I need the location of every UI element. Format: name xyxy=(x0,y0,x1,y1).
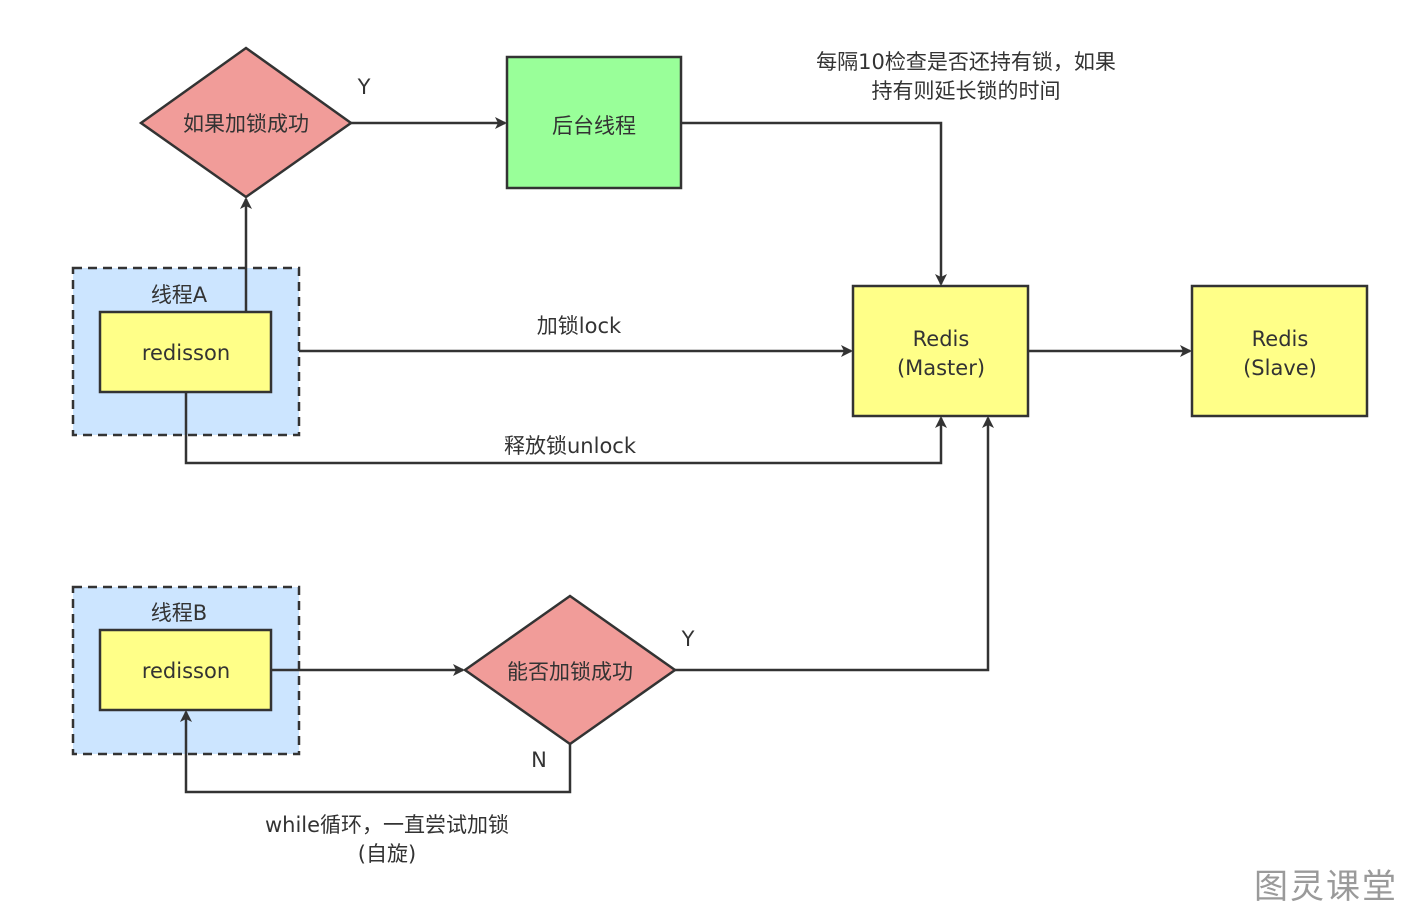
spin-note-line2: (自旋) xyxy=(358,842,416,866)
decision-bottom-label: 能否加锁成功 xyxy=(507,660,633,684)
decision-bottom-yes-label: Y xyxy=(681,627,695,651)
decision-can-lock: 能否加锁成功 xyxy=(462,594,678,746)
renew-note-line1: 每隔10检查是否还持有锁，如果 xyxy=(816,50,1116,74)
redis-master-line1: Redis xyxy=(913,327,970,351)
watermark: 图灵课堂 xyxy=(1254,867,1398,907)
arrow-decision-yes-to-master xyxy=(675,416,994,672)
edge-unlock-label: 释放锁unlock xyxy=(504,434,637,458)
spin-note-line1: while循环，一直尝试加锁 xyxy=(265,813,509,837)
thread-a-redisson-box xyxy=(98,310,273,394)
thread-b-redisson-label: redisson xyxy=(142,659,230,683)
edge-lock-label: 加锁lock xyxy=(537,314,622,338)
background-thread-label: 后台线程 xyxy=(552,114,636,138)
thread-a-group: 线程A redisson xyxy=(71,266,301,437)
thread-a-title: 线程A xyxy=(151,283,208,307)
decision-lock-success: 如果加锁成功 xyxy=(138,46,354,199)
thread-b-title: 线程B xyxy=(151,601,207,625)
redis-slave-line1: Redis xyxy=(1252,327,1309,351)
background-thread-node: 后台线程 xyxy=(505,55,683,190)
connectors xyxy=(180,117,1192,794)
renew-note-line2: 持有则延长锁的时间 xyxy=(872,79,1061,103)
background-thread-box xyxy=(505,55,683,190)
redis-master-node: Redis (Master) xyxy=(851,284,1030,418)
thread-a-redisson-label: redisson xyxy=(142,341,230,365)
redis-slave-node: Redis (Slave) xyxy=(1190,284,1369,418)
decision-top-label: 如果加锁成功 xyxy=(183,112,309,136)
arrow-unlock xyxy=(184,392,947,465)
redis-slave-box xyxy=(1190,284,1369,418)
decision-bottom-no-label: N xyxy=(531,748,547,772)
redis-master-box xyxy=(851,284,1030,418)
arrow-decision-no-loop xyxy=(180,710,572,794)
redis-slave-line2: (Slave) xyxy=(1243,356,1317,380)
arrow-background-to-master xyxy=(681,121,947,286)
redis-master-line2: (Master) xyxy=(897,356,985,380)
decision-top-yes-label: Y xyxy=(357,75,371,99)
